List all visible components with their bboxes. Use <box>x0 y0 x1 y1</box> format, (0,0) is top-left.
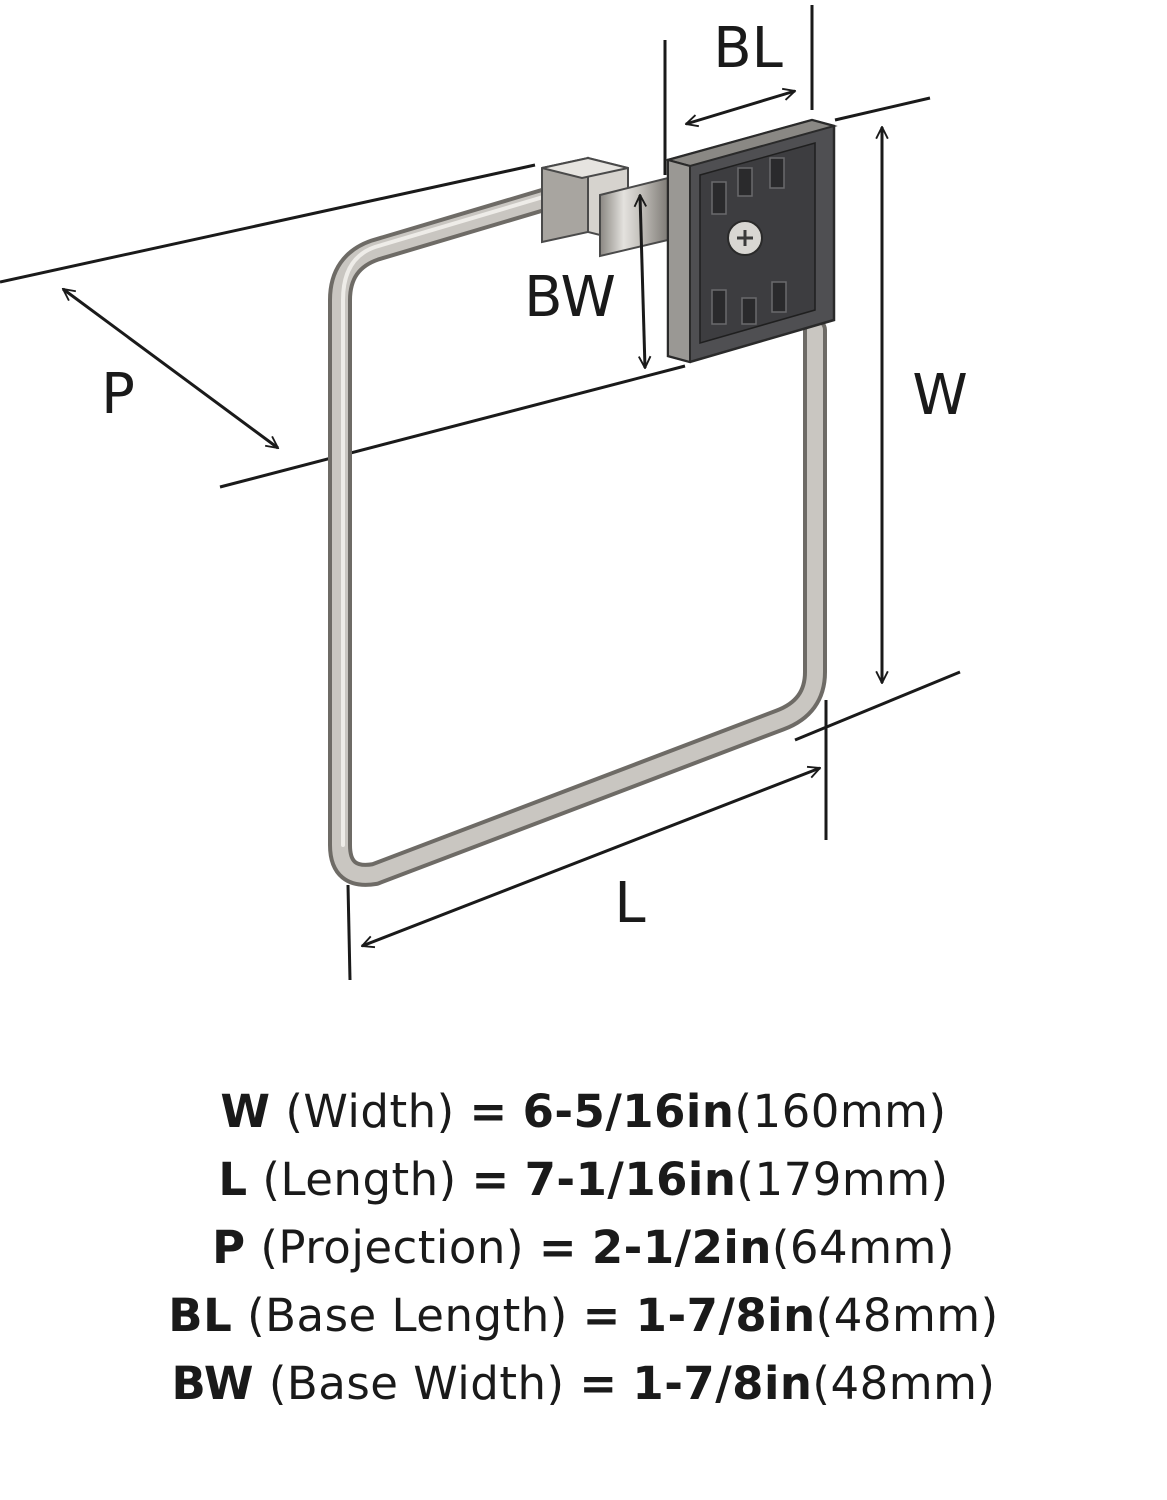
l-label: L <box>614 871 645 936</box>
bl-dimension-arrow <box>686 91 795 124</box>
p-label: P <box>101 362 135 427</box>
bw-label: BW <box>524 265 616 330</box>
screw-icon <box>727 220 763 256</box>
spec-name: (Width) <box>285 1085 455 1138</box>
bl-label: BL <box>713 16 783 81</box>
towel-ring-dimension-diagram: BL BW P W L <box>0 5 968 981</box>
spec-metric: (160mm) <box>734 1085 947 1138</box>
bw-dimension-arrow <box>640 195 645 368</box>
spec-equals: = <box>538 1221 578 1274</box>
spec-abbr: W <box>220 1085 271 1138</box>
spec-imperial: 1-7/8in <box>632 1357 813 1410</box>
mounting-base-plate <box>664 118 838 364</box>
spec-equals: = <box>471 1153 510 1206</box>
spec-imperial: 7-1/16in <box>524 1153 737 1206</box>
spec-metric: (48mm) <box>815 1289 999 1342</box>
spec-abbr: P <box>212 1221 246 1274</box>
spec-abbr: BW <box>171 1357 255 1410</box>
spec-name: (Base Length) <box>247 1289 568 1342</box>
spec-line-width: W (Width) = 6-5/16in(160mm) <box>0 1078 1167 1146</box>
spec-metric: (48mm) <box>812 1357 996 1410</box>
p-dimension-arrow <box>63 289 278 448</box>
spec-name: (Length) <box>262 1153 457 1206</box>
spec-equals: = <box>469 1085 508 1138</box>
spec-imperial: 6-5/16in <box>522 1085 735 1138</box>
l-dimension-arrow <box>362 768 820 946</box>
spec-abbr: BL <box>168 1289 233 1342</box>
spec-line-base-length: BL (Base Length) = 1-7/8in(48mm) <box>0 1282 1167 1350</box>
towel-ring-illustration <box>328 118 838 887</box>
dimension-arrows <box>63 91 882 946</box>
spec-equals: = <box>582 1289 621 1342</box>
spec-metric: (64mm) <box>771 1221 955 1274</box>
spec-name: (Projection) <box>260 1221 525 1274</box>
spec-imperial: 1-7/8in <box>635 1289 816 1342</box>
spec-imperial: 2-1/2in <box>591 1221 772 1274</box>
extension-lines <box>0 5 961 981</box>
w-label: W <box>912 363 967 428</box>
spec-abbr: L <box>218 1153 248 1206</box>
spec-line-base-width: BW (Base Width) = 1-7/8in(48mm) <box>0 1350 1167 1418</box>
spec-metric: (179mm) <box>736 1153 949 1206</box>
spec-line-length: L (Length) = 7-1/16in(179mm) <box>0 1146 1167 1214</box>
spec-line-projection: P (Projection) = 2-1/2in(64mm) <box>0 1214 1167 1282</box>
spec-name: (Base Width) <box>268 1357 565 1410</box>
dimension-specs: W (Width) = 6-5/16in(160mm) L (Length) =… <box>0 1078 1167 1418</box>
spec-equals: = <box>579 1357 618 1410</box>
